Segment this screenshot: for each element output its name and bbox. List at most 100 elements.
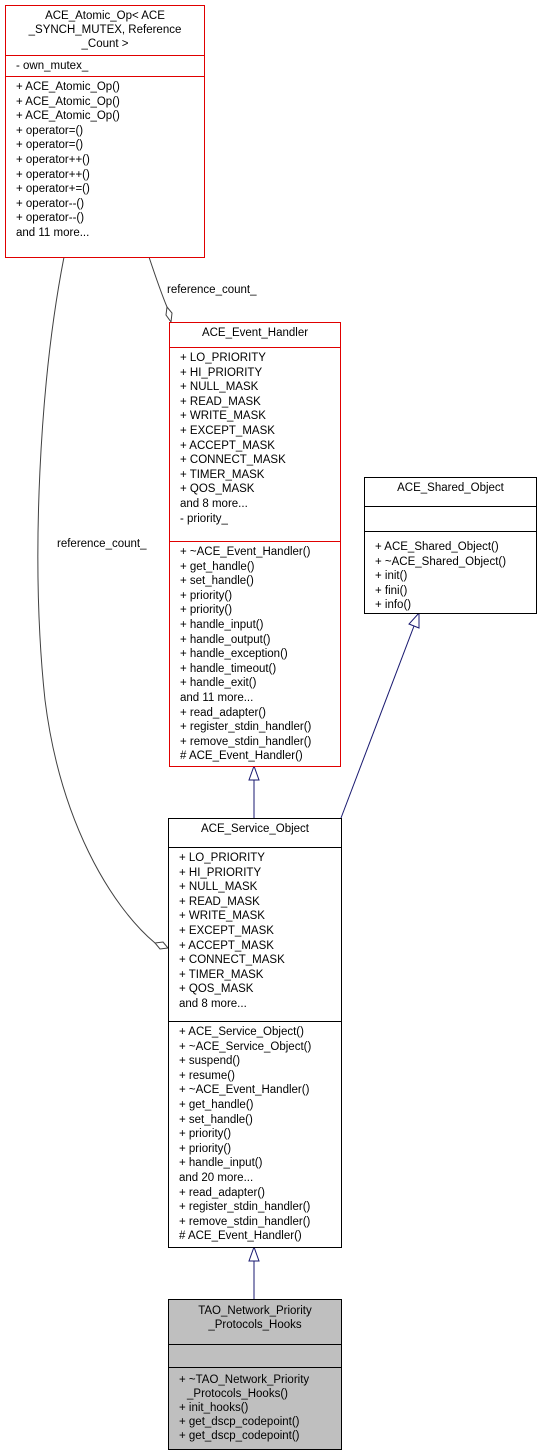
methods-section: + ACE_Service_Object() + ~ACE_Service_Ob… — [169, 1021, 341, 1244]
attributes-section — [169, 1344, 341, 1367]
method-item: + get_handle() — [179, 1098, 254, 1111]
class-box-shared-object[interactable]: ACE_Shared_Object + ACE_Shared_Object() … — [364, 477, 537, 614]
method-item: + operator--() — [16, 197, 85, 210]
method-item: + ACE_Atomic_Op() — [16, 81, 120, 93]
method-item: # ACE_Event_Handler() — [180, 750, 303, 763]
method-item: + set_handle() — [180, 575, 254, 588]
attribute-item: and 8 more... — [180, 497, 248, 510]
method-item: + operator=() — [16, 139, 84, 152]
attribute-item: + ACCEPT_MASK — [180, 439, 275, 452]
edge-label-top: reference_count_ — [167, 284, 257, 296]
method-item: + ~ACE_Event_Handler() — [180, 546, 311, 558]
attribute-item: + WRITE_MASK — [179, 910, 265, 923]
method-item: + handle_exit() — [180, 677, 257, 690]
attribute-item: + ACCEPT_MASK — [179, 939, 274, 952]
method-item: + handle_input() — [180, 618, 264, 631]
method-item: + register_stdin_handler() — [179, 1201, 311, 1214]
method-item: + resume() — [179, 1069, 235, 1082]
attribute-item: + READ_MASK — [180, 395, 261, 408]
method-item: + priority() — [179, 1128, 232, 1141]
aggregation-diamond-service-object — [154, 941, 169, 950]
method-item: + read_adapter() — [179, 1186, 265, 1199]
method-item: + handle_output() — [180, 633, 271, 646]
method-item: + fini() — [375, 584, 408, 597]
method-item: + operator+=() — [16, 183, 90, 196]
method-item: # ACE_Event_Handler() — [179, 1230, 302, 1243]
method-item: + ACE_Atomic_Op() — [16, 95, 120, 108]
inheritance-arrow-event-handler — [248, 764, 260, 781]
method-item: + operator=() — [16, 124, 84, 137]
attribute-item: + READ_MASK — [179, 895, 260, 908]
methods-section: + ~TAO_Network_Priority _Protocols_Hooks… — [169, 1367, 341, 1443]
class-title-line: ACE_Event_Handler — [201, 327, 309, 339]
reference-count-edge-service-object — [37, 256, 156, 944]
method-item: + ~ACE_Shared_Object() — [375, 555, 507, 568]
attribute-item: + EXCEPT_MASK — [180, 424, 275, 437]
class-title-line: TAO_Network_Priority — [198, 1305, 312, 1317]
attribute-item: + HI_PRIORITY — [180, 366, 263, 379]
method-item: + handle_input() — [179, 1157, 263, 1170]
attribute-item: + TIMER_MASK — [179, 968, 264, 981]
attribute-item: + EXCEPT_MASK — [179, 924, 274, 937]
attribute-item: + QOS_MASK — [180, 483, 255, 496]
attributes-section — [365, 506, 536, 531]
attribute-item: + QOS_MASK — [179, 983, 254, 996]
method-item: + get_dscp_codepoint() — [179, 1430, 300, 1442]
aggregation-diamond-event-handler — [165, 305, 173, 324]
class-box-atomic-op[interactable]: ACE_Atomic_Op< ACE _SYNCH_MUTEX, Referen… — [5, 5, 205, 258]
method-item: + handle_timeout() — [180, 662, 277, 675]
class-box-event-handler[interactable]: ACE_Event_Handler + LO_PRIORITY + HI_PRI… — [169, 322, 341, 767]
method-item: + remove_stdin_handler() — [180, 735, 312, 748]
attribute-item: + NULL_MASK — [179, 881, 258, 894]
method-item: + handle_exception() — [180, 648, 288, 661]
method-item: + ACE_Atomic_Op() — [16, 110, 120, 123]
method-item: + suspend() — [179, 1055, 241, 1068]
method-item: + register_stdin_handler() — [180, 721, 312, 734]
methods-section: + ACE_Shared_Object() + ~ACE_Shared_Obje… — [365, 531, 536, 613]
method-item: + info() — [375, 599, 412, 612]
methods-section: + ~ACE_Event_Handler() + get_handle() + … — [170, 541, 340, 764]
method-item: _Protocols_Hooks() — [187, 1388, 288, 1400]
class-title-line: ACE_Service_Object — [200, 823, 310, 835]
method-item: and 20 more... — [179, 1171, 254, 1184]
method-item: + ACE_Shared_Object() — [375, 541, 499, 553]
class-title-line: _Protocols_Hooks — [208, 1319, 302, 1331]
attributes-section: - own_mutex_ — [6, 55, 204, 76]
attributes-section: + LO_PRIORITY + HI_PRIORITY + NULL_MASK … — [170, 347, 340, 541]
method-item: + read_adapter() — [180, 706, 266, 719]
method-item: + get_dscp_codepoint() — [179, 1416, 300, 1428]
method-item: + init() — [375, 570, 408, 583]
attribute-item: + CONNECT_MASK — [180, 454, 286, 467]
attribute-item: - priority_ — [180, 512, 228, 525]
method-item: + set_handle() — [179, 1113, 253, 1126]
reference-count-edge-event-handler — [148, 256, 168, 308]
method-item: + get_handle() — [180, 560, 255, 573]
class-box-protocols-hooks[interactable]: TAO_Network_Priority _Protocols_Hooks + … — [168, 1299, 342, 1450]
class-title-line: ACE_Atomic_Op< ACE — [45, 10, 165, 22]
method-item: + ~ACE_Service_Object() — [179, 1040, 312, 1053]
attributes-section: + LO_PRIORITY + HI_PRIORITY + NULL_MASK … — [169, 847, 341, 1021]
method-item: and 11 more... — [16, 226, 90, 239]
attribute-item: + CONNECT_MASK — [179, 954, 285, 967]
method-item: + ACE_Service_Object() — [179, 1026, 304, 1038]
methods-section: + ACE_Atomic_Op() + ACE_Atomic_Op() + AC… — [6, 76, 204, 241]
attribute-item: + NULL_MASK — [180, 381, 259, 394]
method-item: + init_hooks() — [179, 1402, 249, 1414]
attribute-item: + HI_PRIORITY — [179, 866, 262, 879]
class-box-service-object[interactable]: ACE_Service_Object + LO_PRIORITY + HI_PR… — [168, 818, 342, 1248]
inheritance-arrow-service-object — [248, 1245, 260, 1262]
attribute-item: - own_mutex_ — [16, 60, 89, 72]
method-item: + operator--() — [16, 212, 85, 225]
attribute-item: + TIMER_MASK — [180, 468, 265, 481]
attribute-item: + LO_PRIORITY — [180, 352, 266, 364]
method-item: and 11 more... — [180, 691, 254, 704]
attribute-item: and 8 more... — [179, 997, 247, 1010]
method-item: + remove_stdin_handler() — [179, 1215, 311, 1228]
class-title-line: ACE_Shared_Object — [397, 482, 504, 494]
edge-label-left: reference_count_ — [57, 538, 147, 550]
method-item: + ~ACE_Event_Handler() — [179, 1084, 310, 1097]
inheritance-arrow-shared-object — [408, 611, 420, 629]
method-item: + priority() — [180, 589, 233, 602]
method-item: + priority() — [179, 1142, 232, 1155]
